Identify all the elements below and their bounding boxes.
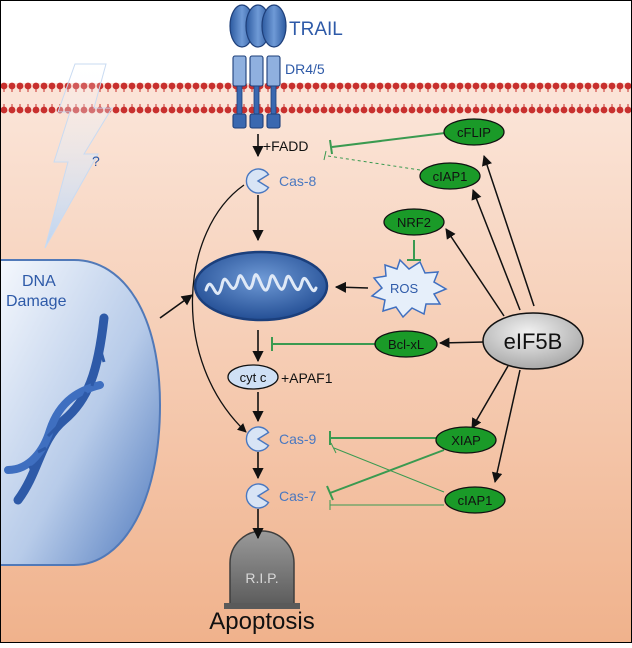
rip-label: R.I.P.	[245, 570, 278, 586]
dr45-receptor	[232, 55, 281, 129]
arrow-eif5b-to-nrf2	[445, 228, 505, 317]
arrow-eif5b-to-xiap	[471, 365, 509, 429]
mitochondrion-icon	[193, 250, 329, 322]
inhibit-cflip-fadd	[331, 132, 446, 148]
eif5b-label: eIF5B	[504, 329, 563, 354]
apaf1-label: +APAF1	[281, 370, 333, 386]
node-nrf2: NRF2	[383, 208, 445, 236]
node-bclxl: Bcl-xL	[374, 330, 438, 358]
cas8-label: Cas-8	[279, 173, 317, 189]
trail-ligand	[229, 4, 287, 48]
cytc-label: cyt c	[240, 370, 267, 385]
dna-label-line2: Damage	[6, 293, 67, 310]
dna-damage-node: DNA Damage	[0, 259, 162, 566]
arrow-dna-to-mito	[159, 294, 193, 319]
arrow-eif5b-to-ciap1-bottom	[491, 369, 521, 484]
inhibit-ciap1-fadd-bar	[323, 150, 327, 161]
inhibition-lines	[271, 132, 446, 510]
eif5b-arrows	[438, 155, 535, 484]
ros-burst: ROS	[370, 258, 448, 319]
dr45-label: DR4/5	[285, 61, 325, 77]
cas8-node: Cas-8	[245, 168, 317, 194]
cas7-node: Cas-7	[245, 483, 317, 509]
dna-helix-icon	[4, 313, 109, 505]
inhibit-ciap1-cas9	[333, 447, 445, 493]
cas9-pacman-icon	[245, 426, 270, 452]
dna-label-line1: DNA	[22, 273, 56, 290]
lightning-bolt-icon	[44, 63, 113, 249]
node-ciap1-bottom: cIAP1	[444, 486, 506, 514]
arrow-eif5b-to-cflip	[482, 155, 535, 307]
trail-receptor-complex: TRAIL DR4/5	[229, 4, 343, 129]
fadd-label: +FADD	[263, 138, 309, 154]
cas7-label: Cas-7	[279, 488, 317, 504]
arrow-eif5b-to-ciap1-top	[471, 189, 521, 311]
extracellular-space	[0, 0, 632, 85]
inhibit-xiap-cas7-bar	[326, 485, 334, 501]
arrow-ros-to-mito	[334, 281, 369, 293]
arrow-eif5b-to-bclxl	[438, 337, 485, 349]
cas8-pacman-icon	[245, 168, 270, 194]
pathway-arrows	[159, 184, 369, 540]
xiap-label: XIAP	[451, 433, 481, 448]
ros-label: ROS	[390, 281, 419, 296]
apoptosis-label: Apoptosis	[209, 608, 314, 635]
node-ciap1-top: cIAP1	[419, 162, 481, 190]
ciap1-bottom-label: cIAP1	[458, 493, 493, 508]
cas7-pacman-icon	[245, 483, 270, 509]
inhibit-cflip-fadd-bar	[329, 139, 333, 155]
tombstone-icon: R.I.P.	[224, 530, 300, 609]
inhibit-xiap-cas7	[329, 449, 445, 494]
inhibit-ciap1-cas9-bar	[330, 442, 337, 454]
nrf2-label: NRF2	[397, 215, 431, 230]
cas9-label: Cas-9	[279, 431, 317, 447]
trail-label: TRAIL	[289, 19, 343, 40]
cas9-node: Cas-9	[245, 426, 317, 452]
cytc-node: cyt c	[227, 364, 279, 390]
bclxl-label: Bcl-xL	[388, 337, 424, 352]
ciap1-top-label: cIAP1	[433, 169, 468, 184]
nucleus-shape	[0, 259, 162, 566]
node-cflip: cFLIP	[443, 118, 505, 146]
eif5b-hub: eIF5B	[482, 312, 584, 370]
cflip-label: cFLIP	[457, 125, 491, 140]
node-xiap: XIAP	[435, 426, 497, 454]
unknown-question-mark: ?	[92, 153, 100, 169]
